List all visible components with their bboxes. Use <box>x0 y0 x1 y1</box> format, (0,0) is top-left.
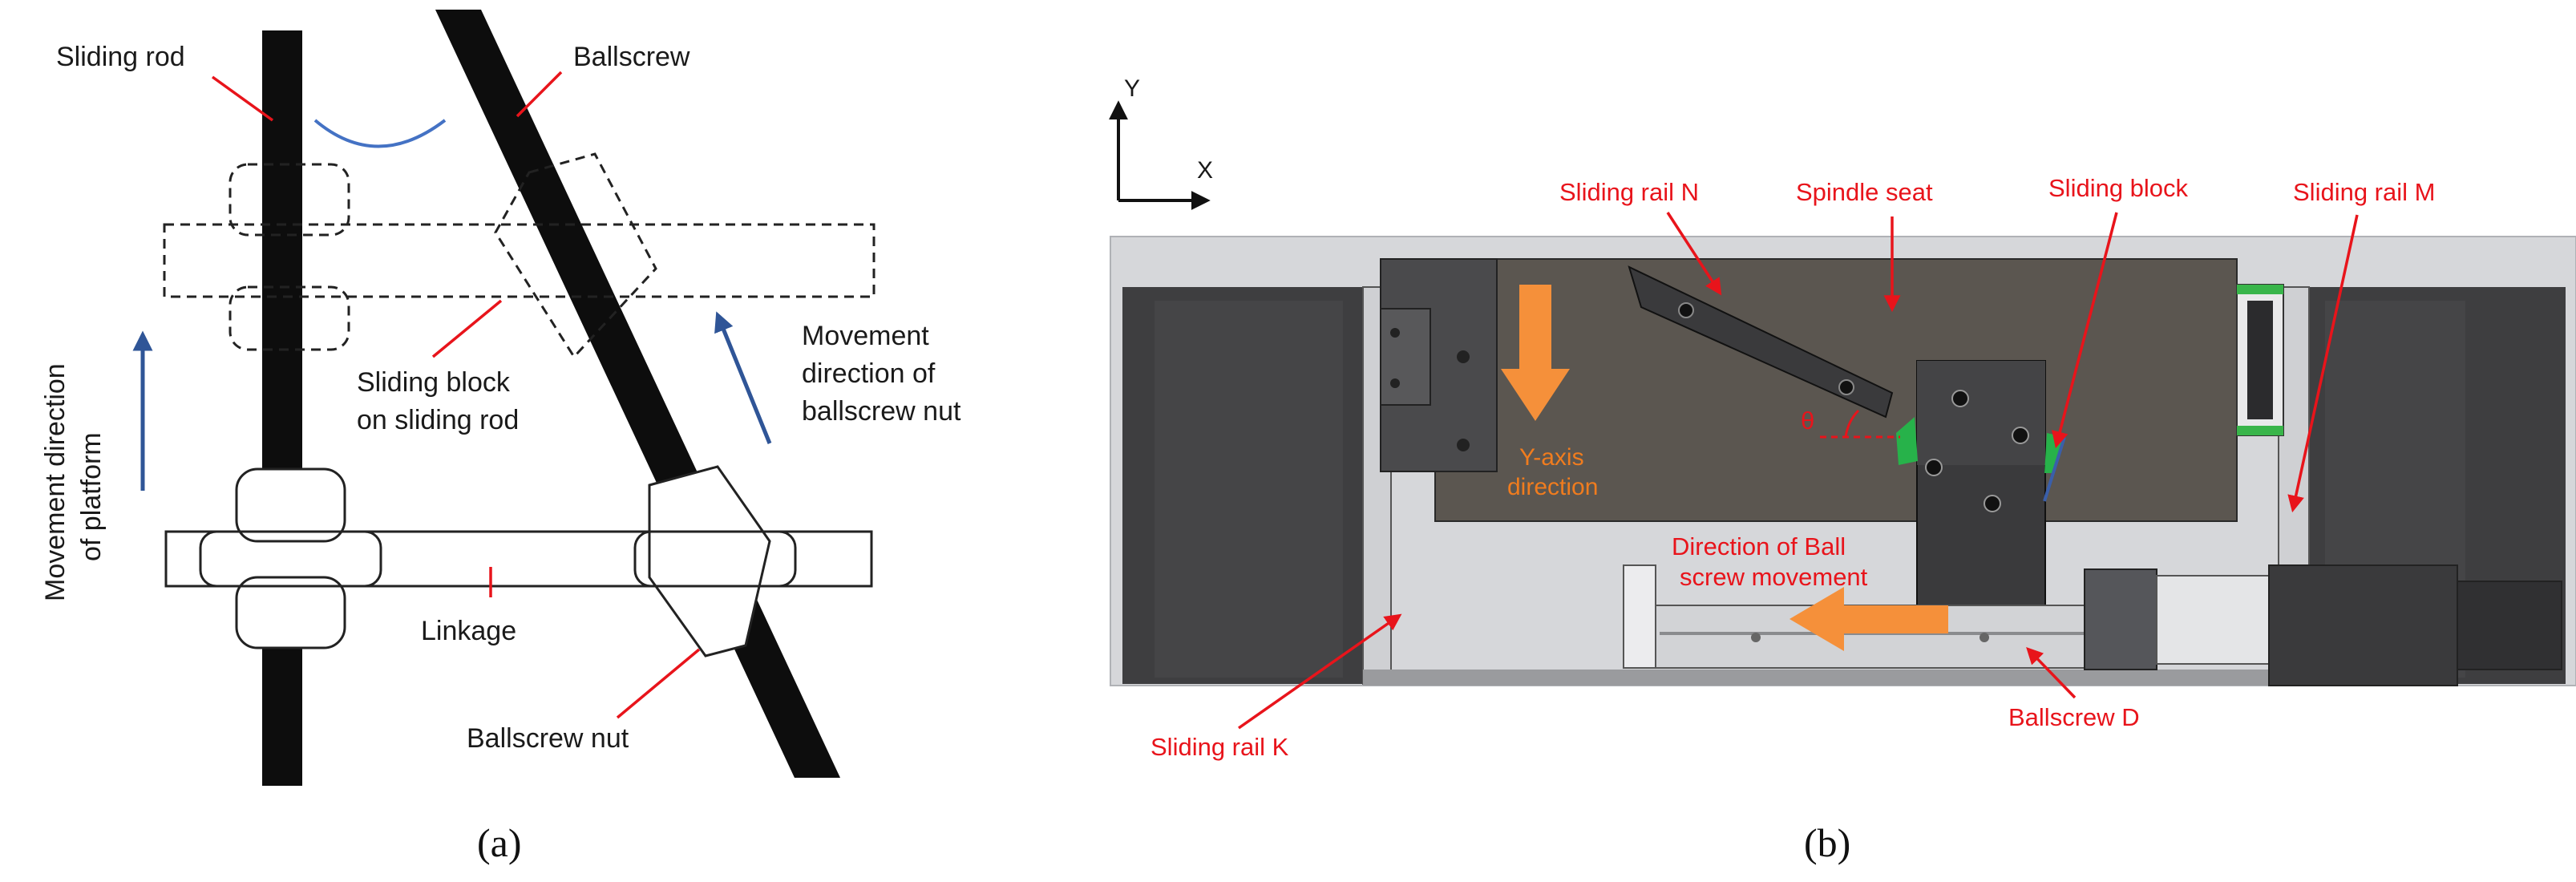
theta-arc <box>1844 409 1860 438</box>
rod-nut-top <box>235 467 346 543</box>
caption-b: (b) <box>1804 820 1850 865</box>
leader-ballscrew-d <box>2026 646 2077 699</box>
motor-cap <box>2457 581 2562 670</box>
axis-x-label: X <box>1197 157 1213 184</box>
label-nut-movement-line2: direction of <box>802 358 936 389</box>
panel-a: Sliding rod Ballscrew Sliding block on s… <box>40 10 961 865</box>
carriage-bolt <box>2012 427 2029 444</box>
label-sliding-rail-n: Sliding rail N <box>1559 178 1699 206</box>
rail-m-green <box>2237 285 2283 294</box>
carriage-top <box>1917 361 2045 465</box>
ballscrew-movement-arrow <box>1789 587 1948 651</box>
motor-flange <box>2156 575 2290 665</box>
label-sliding-rod: Sliding rod <box>56 42 185 72</box>
rod-nut-bottom <box>235 576 346 649</box>
label-sliding-block-line2: on sliding rod <box>357 405 519 435</box>
sliding-block-dashed <box>163 152 876 359</box>
label-y-axis-line2: direction <box>1507 474 1598 500</box>
motor-coupling <box>2084 568 2157 670</box>
rail-m-green <box>2237 426 2283 435</box>
panel-b: Y X <box>1109 75 2576 865</box>
carriage-bolt <box>1984 495 2001 512</box>
label-sliding-rail-m: Sliding rail M <box>2293 178 2435 206</box>
label-y-axis-line1: Y-axis <box>1519 444 1584 471</box>
bracket-bolt <box>1390 328 1400 338</box>
ballscrew-nut-slot <box>633 530 797 588</box>
carriage-bolt <box>1925 459 1943 476</box>
rail-n-bolt <box>1678 302 1694 318</box>
bracket-bolt <box>1390 378 1400 388</box>
rail-n-bolt <box>1838 379 1854 395</box>
y-axis-arrow-orange <box>1501 285 1570 421</box>
leader-sliding-rail-m <box>2287 214 2359 513</box>
label-ballscrew-nut: Ballscrew nut <box>467 723 629 754</box>
leader-sliding-block <box>2052 212 2118 449</box>
leader-ballscrew-nut <box>616 648 701 719</box>
left-bracket-tab <box>1380 308 1431 406</box>
leader-sliding-rail-n <box>1666 212 1722 296</box>
motor-body <box>2268 564 2458 686</box>
angle-arc <box>313 119 447 148</box>
label-nut-movement-line3: ballscrew nut <box>802 396 961 427</box>
label-platform-movement-line2: of platform <box>76 432 107 561</box>
leader-sliding-rod <box>211 75 274 122</box>
label-theta: θ <box>1801 407 1814 435</box>
rail-m-block-inner <box>2247 301 2273 419</box>
left-column-inner <box>1155 301 1343 678</box>
label-platform-movement-line1: Movement direction <box>40 363 71 601</box>
label-ball-screw-move-line1: Direction of Ball <box>1672 532 1846 560</box>
label-ballscrew: Ballscrew <box>573 42 690 72</box>
axis-y-label: Y <box>1124 75 1140 102</box>
label-linkage: Linkage <box>421 616 516 646</box>
label-ball-screw-move-line2: screw movement <box>1680 563 1868 591</box>
green-wedge <box>1896 417 1918 465</box>
label-ballscrew-d: Ballscrew D <box>2008 703 2140 731</box>
nut-direction-arrow <box>714 311 772 444</box>
leader-sliding-rail-k <box>1237 613 1402 730</box>
ballscrew-d-bolt <box>1751 633 1761 642</box>
base-plate <box>1363 670 2309 686</box>
label-spindle-seat: Spindle seat <box>1796 178 1933 206</box>
leader-sliding-block <box>431 299 503 358</box>
carriage-bolt <box>1951 390 1969 407</box>
caption-a: (a) <box>477 820 522 865</box>
leader-ballscrew <box>516 71 563 118</box>
bracket-bolt <box>1457 439 1470 451</box>
sliding-rod <box>262 30 302 786</box>
label-nut-movement-line1: Movement <box>802 321 929 351</box>
label-sliding-block-line1: Sliding block <box>357 367 511 398</box>
sliding-rail-n <box>1628 265 1894 419</box>
ballscrew-nut <box>648 465 771 657</box>
rod-nut-slot <box>199 530 382 588</box>
ballscrew-d-bolt <box>1980 633 1989 642</box>
ballscrew-d-end <box>1623 564 1656 669</box>
label-sliding-rail-k: Sliding rail K <box>1151 733 1289 761</box>
label-sliding-block: Sliding block <box>2048 174 2189 202</box>
bracket-bolt <box>1457 350 1470 363</box>
